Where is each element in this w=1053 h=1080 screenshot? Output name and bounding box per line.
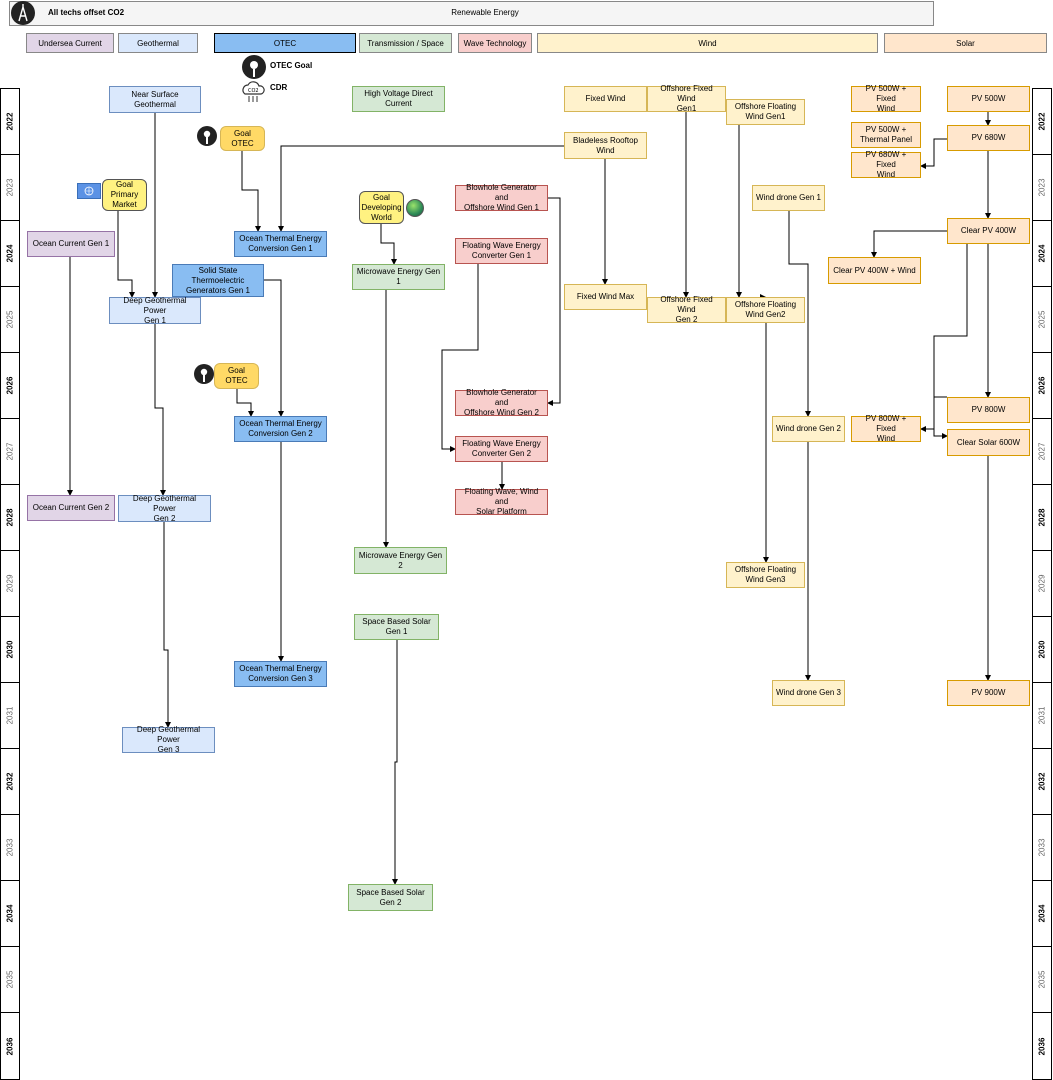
node-pv500-fixed-wind[interactable]: PV 500W + Fixed Wind bbox=[851, 84, 921, 113]
lane-transmission-space: Transmission / Space bbox=[359, 33, 452, 53]
node-offshore-floating-gen2[interactable]: Offshore Floating Wind Gen2 bbox=[726, 297, 805, 323]
node-blowhole-gen1[interactable]: Blowhole Generator and Offshore Wind Gen… bbox=[455, 183, 548, 212]
un-flag-icon bbox=[77, 183, 101, 199]
node-space-solar-gen1[interactable]: Space Based Solar Gen 1 bbox=[354, 614, 439, 640]
node-goal-otec-1[interactable]: Goal OTEC bbox=[220, 126, 265, 151]
node-pv900w[interactable]: PV 900W bbox=[947, 680, 1030, 706]
lane-wave-technology: Wave Technology bbox=[458, 33, 532, 53]
node-fixed-wind[interactable]: Fixed Wind bbox=[564, 86, 647, 112]
oil-rig-icon bbox=[11, 1, 35, 25]
node-solid-state-thermoelectric[interactable]: Solid State Thermoelectric Generators Ge… bbox=[172, 264, 264, 297]
node-goal-developing-world[interactable]: Goal Developing World bbox=[359, 191, 404, 224]
node-goal-otec-2[interactable]: Goal OTEC bbox=[214, 363, 259, 389]
node-wind-drone-gen2[interactable]: Wind drone Gen 2 bbox=[772, 416, 845, 442]
node-offshore-floating-gen1[interactable]: Offshore Floating Wind Gen1 bbox=[726, 99, 805, 125]
node-clear-solar600w[interactable]: Clear Solar 600W bbox=[947, 429, 1030, 456]
node-pv680-fixed-wind[interactable]: PV 680W + Fixed Wind bbox=[851, 150, 921, 179]
node-otec-gen3[interactable]: Ocean Thermal Energy Conversion Gen 3 bbox=[234, 661, 327, 687]
node-pv680w[interactable]: PV 680W bbox=[947, 125, 1030, 151]
node-clear-pv400-wind[interactable]: Clear PV 400W + Wind bbox=[828, 257, 921, 284]
node-microwave-gen1[interactable]: Microwave Energy Gen 1 bbox=[352, 264, 445, 290]
node-near-surface-geothermal[interactable]: Near Surface Geothermal bbox=[109, 86, 201, 113]
node-clear-pv400w[interactable]: Clear PV 400W bbox=[947, 218, 1030, 244]
node-wind-drone-gen1[interactable]: Wind drone Gen 1 bbox=[752, 185, 825, 211]
lane-solar: Solar bbox=[884, 33, 1047, 53]
node-ocean-current-gen2[interactable]: Ocean Current Gen 2 bbox=[27, 495, 115, 521]
top-header-bar bbox=[9, 1, 934, 26]
node-pv800w[interactable]: PV 800W bbox=[947, 397, 1030, 423]
node-pv500-thermal-panel[interactable]: PV 500W + Thermal Panel bbox=[851, 122, 921, 148]
year-column-right: 2022 2023 2024 2025 2026 2027 2028 2029 … bbox=[1032, 88, 1052, 1080]
otec-goal-icon bbox=[242, 55, 266, 79]
svg-text:CO2: CO2 bbox=[248, 88, 259, 94]
node-offshore-fixed-gen2[interactable]: Offshore Fixed Wind Gen 2 bbox=[647, 295, 726, 324]
node-bladeless-rooftop[interactable]: Bladeless Rooftop Wind bbox=[564, 132, 647, 159]
node-deep-geothermal-gen3[interactable]: Deep Geothermal Power Gen 3 bbox=[122, 725, 215, 754]
node-offshore-fixed-gen1[interactable]: Offshore Fixed Wind Gen1 bbox=[647, 84, 726, 113]
node-fixed-wind-max[interactable]: Fixed Wind Max bbox=[564, 284, 647, 310]
lane-undersea-current: Undersea Current bbox=[26, 33, 114, 53]
node-space-solar-gen2[interactable]: Space Based Solar Gen 2 bbox=[348, 884, 433, 911]
node-microwave-gen2[interactable]: Microwave Energy Gen 2 bbox=[354, 547, 447, 574]
node-offshore-floating-gen3[interactable]: Offshore Floating Wind Gen3 bbox=[726, 562, 805, 588]
otec-goal-icon bbox=[197, 126, 217, 146]
node-hvdc[interactable]: High Voltage Direct Current bbox=[352, 86, 445, 112]
top-left-title: All techs offset CO2 bbox=[48, 8, 125, 17]
lane-otec: OTEC bbox=[214, 33, 356, 53]
lane-geothermal: Geothermal bbox=[118, 33, 198, 53]
node-pv500w[interactable]: PV 500W bbox=[947, 86, 1030, 112]
otec-goal-label: OTEC Goal bbox=[270, 61, 313, 70]
node-otec-gen2[interactable]: Ocean Thermal Energy Conversion Gen 2 bbox=[234, 416, 327, 442]
node-ocean-current-gen1[interactable]: Ocean Current Gen 1 bbox=[27, 231, 115, 257]
node-wind-drone-gen3[interactable]: Wind drone Gen 3 bbox=[772, 680, 845, 706]
node-goal-primary-market[interactable]: Goal Primary Market bbox=[102, 179, 147, 211]
top-center-title: Renewable Energy bbox=[451, 8, 519, 17]
node-floating-wave-gen2[interactable]: Floating Wave Energy Converter Gen 2 bbox=[455, 436, 548, 462]
otec-goal-icon bbox=[194, 364, 214, 384]
cloud-co2-icon: CO2 bbox=[239, 80, 267, 104]
node-pv800-fixed-wind[interactable]: PV 800W + Fixed Wind bbox=[851, 414, 921, 443]
globe-icon bbox=[406, 199, 424, 217]
node-deep-geothermal-gen1[interactable]: Deep Geothermal Power Gen 1 bbox=[109, 296, 201, 325]
lane-wind: Wind bbox=[537, 33, 878, 53]
cdr-label: CDR bbox=[270, 83, 288, 92]
node-deep-geothermal-gen2[interactable]: Deep Geothermal Power Gen 2 bbox=[118, 494, 211, 523]
node-floating-wave-gen1[interactable]: Floating Wave Energy Converter Gen 1 bbox=[455, 238, 548, 264]
node-floating-platform[interactable]: Floating Wave, Wind and Solar Platform bbox=[455, 487, 548, 516]
node-otec-gen1[interactable]: Ocean Thermal Energy Conversion Gen 1 bbox=[234, 231, 327, 257]
node-blowhole-gen2[interactable]: Blowhole Generator and Offshore Wind Gen… bbox=[455, 388, 548, 417]
year-column-left: 2022 2023 2024 2025 2026 2027 2028 2029 … bbox=[0, 88, 20, 1080]
